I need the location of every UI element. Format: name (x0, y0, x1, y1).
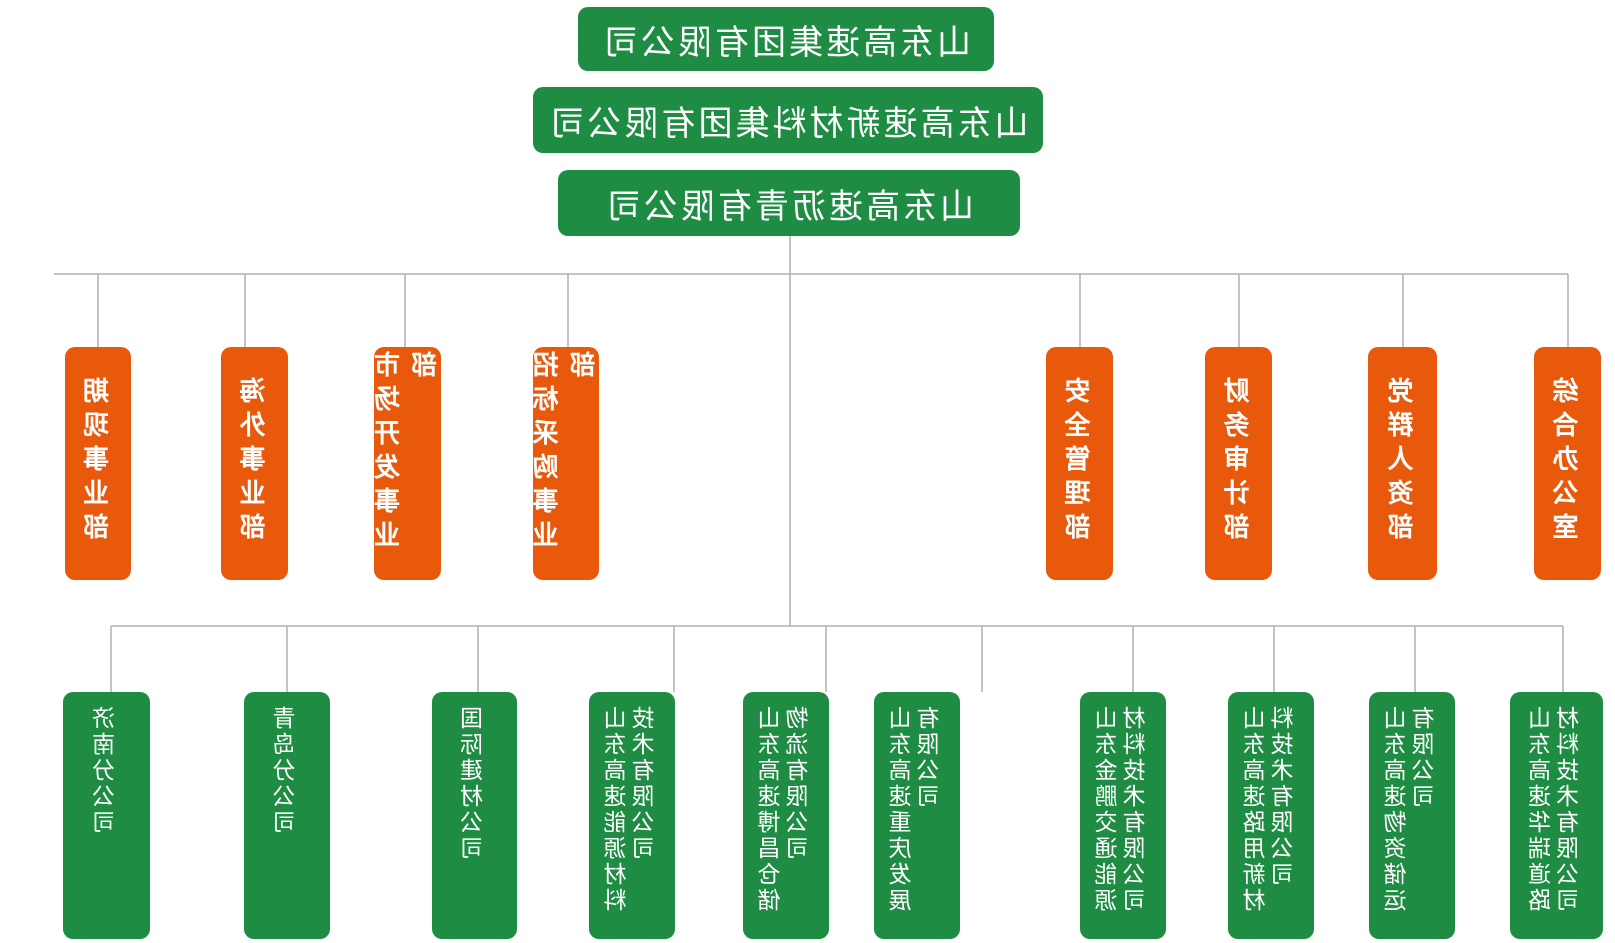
subsidiary-box: 山东高速重庆发展有限公司 (874, 692, 960, 939)
subsidiary-label: 山东高速重庆发展有限公司 (890, 706, 944, 914)
subsidiary-label: 国际建材公司 (461, 706, 488, 862)
department-box: 海外事业部 (221, 347, 288, 580)
asphalt-company-label: 山东高速沥青有限公司 (604, 186, 974, 227)
subsidiary-box: 国际建材公司 (432, 692, 517, 939)
department-label: 党群人资部 (1388, 377, 1418, 547)
department-label: 市场开发事业部 (374, 351, 442, 555)
subsidiary-box: 济南分公司 (63, 692, 150, 939)
subsidiary-box: 山东高速能源材料技术有限公司 (589, 692, 675, 939)
department-box: 市场开发事业部 (374, 347, 441, 580)
asphalt-company-box: 山东高速沥青有限公司 (558, 170, 1020, 236)
department-box: 综合办公室 (1534, 347, 1601, 580)
subsidiary-label: 山东高速路用新材料技术有限公司 (1244, 706, 1298, 914)
subsidiary-label: 山东金鹏交通能源材料技术有限公司 (1096, 706, 1150, 914)
subsidiary-label: 济南分公司 (93, 706, 120, 836)
subsidiary-label: 山东高速能源材料技术有限公司 (605, 706, 659, 914)
subsidiary-box: 青岛分公司 (244, 692, 330, 939)
subsidiary-label: 青岛分公司 (274, 706, 300, 836)
subsidiary-box: 山东高速物资储运有限公司 (1369, 692, 1455, 939)
subsidiary-label: 山东高速博昌仓储物流有限公司 (759, 706, 813, 914)
subsidiary-label: 山东高速华瑞道路材料技术有限公司 (1529, 706, 1584, 914)
subsidiary-box: 山东金鹏交通能源材料技术有限公司 (1080, 692, 1166, 939)
group-company-label: 山东高速集团有限公司 (601, 22, 971, 63)
department-label: 招标采购事业部 (533, 351, 599, 555)
subsidiary-box: 山东高速博昌仓储物流有限公司 (743, 692, 829, 939)
subsidiary-box: 山东高速华瑞道路材料技术有限公司 (1510, 692, 1603, 939)
materials-group-label: 山东高速新材料集团有限公司 (547, 103, 1029, 144)
department-box: 财务审计部 (1205, 347, 1272, 580)
department-box: 期现事业部 (65, 347, 131, 580)
materials-group-box: 山东高速新材料集团有限公司 (533, 87, 1043, 153)
department-label: 安全管理部 (1065, 377, 1095, 547)
department-label: 财务审计部 (1224, 377, 1254, 547)
subsidiary-box: 山东高速路用新材料技术有限公司 (1228, 692, 1314, 939)
department-label: 海外事业部 (240, 377, 270, 547)
department-box: 安全管理部 (1046, 347, 1113, 580)
department-box: 招标采购事业部 (533, 347, 599, 580)
department-label: 期现事业部 (83, 377, 114, 547)
subsidiary-label: 山东高速物资储运有限公司 (1385, 706, 1439, 914)
group-company-box: 山东高速集团有限公司 (578, 7, 994, 71)
department-box: 党群人资部 (1368, 347, 1437, 580)
department-label: 综合办公室 (1553, 377, 1583, 547)
